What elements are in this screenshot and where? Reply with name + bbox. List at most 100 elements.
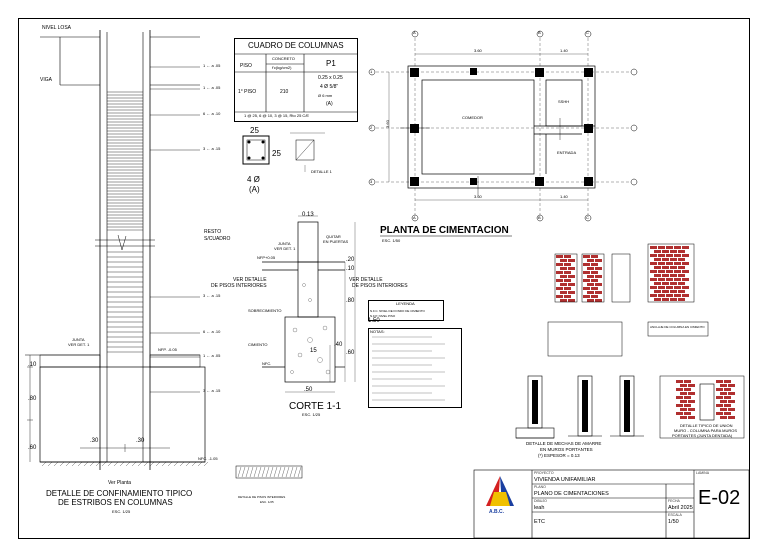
- col-dim: 0.25 x 0.25: [318, 75, 343, 81]
- axis-3: 3: [370, 179, 373, 184]
- col-spacing: 1 @ 25, 6 @ 10, 3 @ 15, Rto 25 C/E: [244, 113, 310, 118]
- axis-c-bot: C: [586, 215, 589, 220]
- tb-proyecto-label: PROYECTO: [534, 471, 554, 475]
- tb-lamina-label: LAMINA: [696, 471, 710, 475]
- notas-title: NOTAS:: [370, 329, 385, 334]
- axis-b-top: B: [538, 30, 541, 35]
- axis-1: 1: [370, 69, 373, 74]
- corte-dim-80: .80: [346, 298, 355, 304]
- corte-nfc: NFC.: [262, 361, 272, 366]
- ver-detalle-left-2: DE PISOS INTERIORES: [211, 283, 267, 289]
- mechas-title-1: DETALLE DE MECHAS DE AMARRE: [526, 441, 602, 446]
- ver-planta-label: Ver Planta: [108, 480, 132, 486]
- company-logo-text: A.B.C.: [489, 509, 504, 515]
- corte-nfp: NFP+0.05: [257, 255, 276, 260]
- dim-80: .80: [28, 396, 37, 402]
- axis-c-top: C: [586, 30, 589, 35]
- col-section-type: (A): [249, 185, 260, 194]
- col-section-bars: 4 Ø: [247, 175, 260, 184]
- tb-lamina: E-02: [698, 487, 741, 509]
- junta-label: JUNTA: [72, 337, 85, 342]
- tb-etc: ETC: [534, 519, 545, 525]
- plan-dim-bot-1: 3.60: [474, 194, 482, 199]
- room-comedor: COMEDOR: [462, 115, 483, 120]
- corte-dim-10: .10: [346, 266, 355, 272]
- planta-title: PLANTA DE CIMENTACION: [380, 225, 509, 236]
- col-stirrup: Ø 6 mm: [318, 93, 333, 98]
- viga-label: VIGA: [40, 77, 52, 83]
- dim-30a: .30: [90, 438, 99, 444]
- h-piso: PISO: [240, 63, 252, 69]
- nfc-label: NFC. -1.05: [198, 456, 218, 461]
- room-sshh: SSHH: [558, 99, 570, 104]
- h-concreto: CONCRETO: [272, 56, 295, 61]
- col-section-height: 25: [272, 149, 281, 158]
- tb-dibujo-label: DIBUJO: [534, 499, 547, 503]
- stirrup-callout-3: 6 ← a .10: [203, 111, 221, 116]
- corte-dim-15: 15: [310, 348, 317, 354]
- h-concreto-unit: f'c(kg/cm2): [272, 65, 292, 70]
- mechas-title-2: EN MUROS PORTANTES: [540, 447, 593, 452]
- col-type: (A): [326, 101, 333, 107]
- corte-title: CORTE 1-1: [289, 401, 342, 412]
- ver-detalle-left-1: VER DETALLE: [233, 277, 267, 283]
- corte-junta: JUNTA: [278, 241, 291, 246]
- corte-dim-60: .60: [346, 350, 355, 356]
- axis-b-bot: B: [538, 215, 541, 220]
- confinement-scale: ESC. 1/25: [112, 509, 131, 514]
- tb-plano-label: PLANO: [534, 485, 546, 489]
- pisos-scale: ESC. 1/25: [260, 500, 274, 504]
- union-title-2: MURO - COLUMNA PARA MUROS: [674, 428, 738, 433]
- h-p1: P1: [326, 59, 336, 68]
- s-cuadro-label: S/CUADRO: [204, 236, 231, 242]
- quitar-label: QUITAR: [326, 234, 341, 239]
- notas-box: [368, 328, 462, 408]
- ver-det-label: VER DET. 1: [68, 342, 90, 347]
- sobrecimiento-label: SOBRECIMIENTO: [248, 308, 282, 313]
- stirrup-callout-5: 3 ← a .15: [203, 293, 221, 298]
- leyenda-item-2: N.F.P. NIVEL PISO: [370, 314, 396, 318]
- confinement-title-2: DE ESTRIBOS EN COLUMNAS: [58, 498, 173, 507]
- stirrup-callout-1: 1 ← a .05: [203, 63, 221, 68]
- corte-dim-40: .40: [334, 342, 343, 348]
- dim-60: .60: [28, 445, 37, 451]
- corte-dim-50: .50: [304, 387, 313, 393]
- stirrup-callout-7: 1 ← a .05: [203, 353, 221, 358]
- tb-dibujo: leah: [534, 505, 545, 511]
- detalle-1-label: DETALLE 1: [311, 169, 332, 174]
- planta-scale: ESC. 1/50: [382, 238, 401, 243]
- union-title-3: PORTANTES (JUNTA DENTADA): [672, 433, 733, 438]
- tb-fecha: Abril 2025: [668, 505, 693, 511]
- axis-2: 2: [370, 125, 373, 130]
- col-section-width: 25: [250, 126, 259, 135]
- resto-label: RESTO: [204, 229, 222, 235]
- dim-10: .10: [28, 362, 37, 368]
- corte-scale: ESC. 1/25: [302, 412, 321, 417]
- leyenda-box: [368, 300, 444, 321]
- leyenda-item-1: N.F.C. NIVEL DE FONDO DE CIMIENTO: [370, 309, 425, 313]
- cimiento-label: CIMIENTO: [248, 342, 268, 347]
- corte-ver-det: VER DET. 1: [274, 246, 296, 251]
- col-bars: 4 Ø 5/8": [320, 84, 339, 90]
- room-entrada: ENTRADA: [557, 150, 577, 155]
- ver-detalle-right-2: DE PISOS INTERIORES: [352, 283, 408, 289]
- plan-dim-bot-2: 1.40: [560, 194, 568, 199]
- tb-escala-label: ESCALA: [668, 513, 682, 517]
- stirrup-callout-8: 3 ← a .15: [203, 388, 221, 393]
- confinement-title-1: DETALLE DE CONFINAMIENTO TIPICO: [46, 489, 193, 498]
- corte-dim-150: 1.50: [368, 318, 380, 324]
- columns-table-title: CUADRO DE COLUMNAS: [248, 41, 344, 50]
- tb-proyecto: VIVIENDA UNIFAMILIAR: [534, 477, 596, 483]
- nivel-losa-label: NIVEL LOSA: [42, 25, 71, 31]
- dim-30b: .30: [136, 438, 145, 444]
